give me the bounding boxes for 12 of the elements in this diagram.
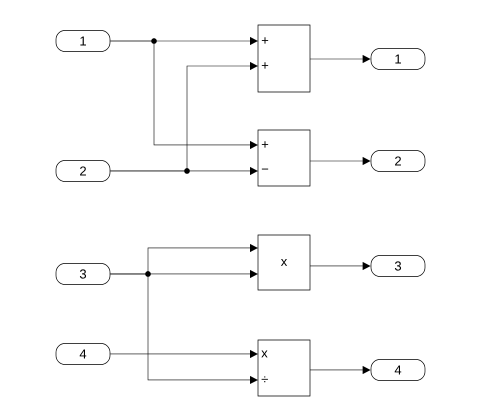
port-terminal: 1 bbox=[56, 30, 110, 52]
operator-block: + + bbox=[258, 24, 310, 92]
operator-block: x bbox=[258, 234, 310, 290]
port-terminal: 3 bbox=[56, 263, 110, 285]
port-terminal: 4 bbox=[56, 343, 110, 365]
port-terminal: 3 bbox=[370, 255, 426, 277]
port-terminal: 2 bbox=[56, 160, 110, 182]
port-terminal: 4 bbox=[370, 359, 426, 381]
port-terminal: 2 bbox=[370, 150, 426, 172]
operator-block: x ÷ bbox=[258, 340, 310, 396]
port-terminal: 1 bbox=[370, 48, 426, 70]
operator-block: + − bbox=[258, 130, 310, 186]
